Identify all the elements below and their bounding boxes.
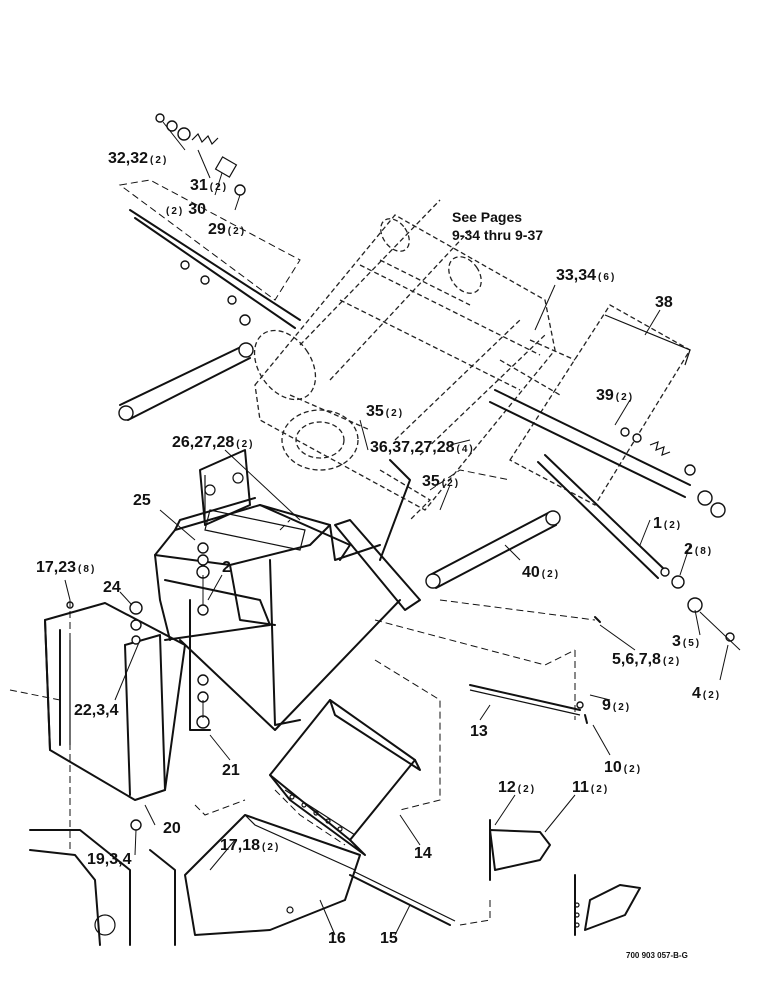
callout-31: 31(2) — [190, 177, 228, 194]
callout-12: 12(2) — [498, 779, 536, 796]
callout-35-upper: 35(2) — [366, 403, 404, 420]
callout-29: 29(2) — [208, 221, 246, 238]
callout-20: 20 — [163, 820, 181, 837]
note-line-1: See Pages — [452, 209, 522, 225]
bottom-left-support — [29, 820, 176, 946]
lower-cross-rod-40 — [425, 510, 561, 589]
drawing-number: 700 903 057-B-G — [626, 951, 688, 960]
callout-4: 4(2) — [692, 685, 721, 702]
callout-13: 13 — [470, 723, 488, 740]
left-housing-20 — [44, 601, 186, 831]
rod-13 — [469, 684, 581, 716]
callout-5-6-7-8: 5,6,7,8(2) — [612, 651, 681, 668]
clip-icon — [214, 156, 238, 178]
assembly-lines — [9, 469, 596, 926]
callout-9: 9(2) — [602, 697, 631, 714]
leader-lines — [64, 121, 729, 936]
callout-35-lower: 35(2) — [422, 473, 460, 490]
callout-39: 39(2) — [596, 387, 634, 404]
ghost-roller-assembly — [253, 199, 576, 521]
upper-cross-rod — [118, 342, 254, 421]
small-parts-5-10 — [576, 616, 601, 724]
callout-1: 1(2) — [653, 515, 682, 532]
note-line-2: 9-34 thru 9-37 — [452, 227, 543, 243]
callout-17-18: 17,18(2) — [220, 837, 280, 854]
callout-25: 25 — [133, 492, 151, 509]
callout-3: 3(5) — [672, 633, 701, 650]
callout-36-37-27-28: 36,37,27,28(4) — [370, 439, 475, 456]
center-strut — [334, 459, 421, 611]
callout-21: 21 — [222, 762, 240, 779]
callout-2-left: 2 — [222, 559, 231, 576]
right-rod-39 — [489, 389, 726, 518]
callout-24: 24 — [103, 579, 121, 596]
callout-11: 11(2) — [572, 779, 609, 796]
callout-15: 15 — [380, 930, 398, 947]
link-rod-1 — [537, 454, 741, 651]
callout-32: 32,32(2) — [108, 150, 168, 167]
callout-17-23: 17,23(8) — [36, 559, 96, 576]
callout-14: 14 — [414, 845, 432, 862]
lower-pan-16 — [184, 789, 361, 936]
main-frame-25 — [154, 497, 401, 731]
callout-22-3-4: 22,3,4 — [74, 702, 119, 719]
rod-15 — [349, 871, 456, 926]
callout-10: 10(2) — [604, 759, 642, 776]
callout-33-34: 33,34(6) — [556, 267, 616, 284]
spring-icon — [191, 132, 219, 146]
spring-rod-assembly — [118, 113, 301, 329]
callout-2-right: 2(8) — [684, 541, 713, 558]
spring-icon-right — [649, 441, 671, 456]
callout-16: 16 — [328, 930, 346, 947]
callout-19-3-4: 19,3,4 — [87, 851, 132, 868]
callout-26-27-28: 26,27,28(2) — [172, 434, 255, 451]
bracket-26 — [199, 449, 251, 526]
callout-30: (2)30 — [166, 201, 206, 218]
shield-11-12 — [489, 819, 641, 936]
feeder-pan-14 — [269, 699, 421, 856]
callout-40: 40(2) — [522, 564, 560, 581]
callout-38: 38 — [655, 294, 673, 311]
hardware-stack — [196, 542, 210, 729]
ghost-side-panel — [509, 304, 691, 506]
